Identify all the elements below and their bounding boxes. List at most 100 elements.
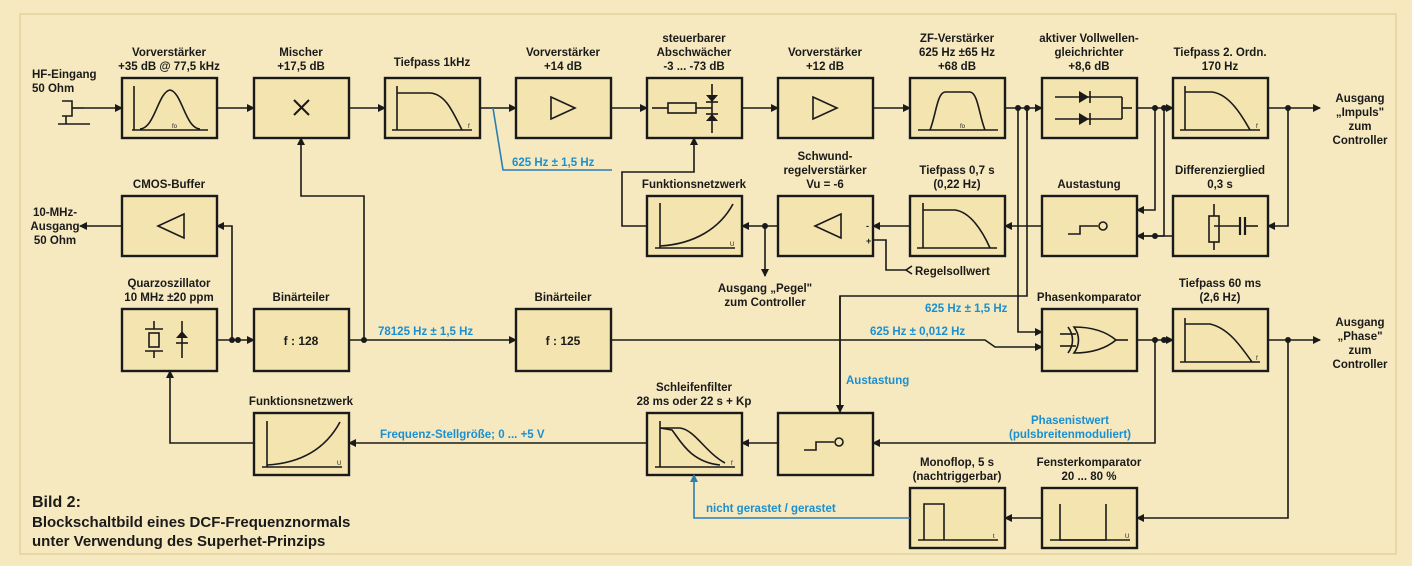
label-regelsollwert: Regelsollwert [915, 266, 990, 278]
caption-line-2: unter Verwendung des Superhet-Prinzips [32, 533, 325, 550]
svg-text:f: f [468, 124, 470, 130]
label-ausgang-pegel: Ausgang „Pegel" [718, 283, 812, 295]
svg-text:28 ms oder 22 s + Kp: 28 ms oder 22 s + Kp [637, 396, 752, 408]
block-tiefpass-60ms [1171, 307, 1270, 373]
rectifier-diodes-icon [1055, 91, 1132, 125]
label-funktionsnetzwerk-1: Funktionsnetzwerk [642, 179, 747, 191]
svg-text:+: + [866, 236, 871, 246]
svg-text:(0,22 Hz): (0,22 Hz) [933, 179, 980, 191]
label-phasenkomparator: Phasenkomparator [1037, 292, 1142, 304]
label-10mhz-ausgang: 10-MHz- [33, 207, 77, 219]
amplifier-triangle-icon [550, 95, 577, 121]
svg-text:gleichrichter: gleichrichter [1054, 47, 1124, 59]
differentiator-icon [1208, 204, 1258, 250]
label-funktionsnetzwerk-2: Funktionsnetzwerk [249, 396, 354, 408]
window-comparator-icon: U [1050, 504, 1130, 541]
svg-text:„Impuls": „Impuls" [1336, 107, 1384, 119]
signal-frequenz-stellgroesse: Frequenz-Stellgröße; 0 ... +5 V [380, 429, 545, 441]
block-tiefpass-2-ordn [1171, 76, 1270, 140]
label-tiefpass-0-7s: Tiefpass 0,7 s [919, 165, 994, 177]
bandpass-icon: fo [918, 91, 998, 131]
svg-text:Abschwächer: Abschwächer [657, 47, 732, 59]
caption-title: Bild 2: [32, 494, 81, 511]
lowpass-curve-icon: f [1180, 318, 1260, 363]
attenuator-icon [652, 84, 718, 133]
svg-text:50 Ohm: 50 Ohm [32, 83, 74, 95]
lowpass-curve-icon: f [392, 86, 472, 131]
svg-text:Ausgang: Ausgang [30, 221, 79, 233]
amplifier-triangle-icon [813, 212, 842, 240]
label-tiefpass-2-ordn: Tiefpass 2. Ordn. [1173, 47, 1266, 59]
svg-text:„Phase": „Phase" [1337, 331, 1382, 343]
svg-text:(pulsbreitenmoduliert): (pulsbreitenmoduliert) [1009, 429, 1131, 441]
divider-ratio-2: f : 125 [546, 334, 581, 348]
svg-text:U: U [337, 461, 341, 467]
block-schleifenfilter [645, 411, 744, 477]
block-labels: Vorverstärker +35 dB @ 77,5 kHz Mischer … [118, 33, 1266, 483]
divider-ratio-1: f : 128 [284, 334, 319, 348]
signal-625hz-3: 625 Hz ± 0,012 Hz [870, 326, 965, 338]
antenna-connector-icon [58, 100, 90, 125]
label-mischer: Mischer [279, 47, 323, 59]
svg-text:-3 ... -73 dB: -3 ... -73 dB [663, 61, 724, 73]
exponential-curve-icon: U [262, 421, 342, 468]
label-vorverstaerker-2: Vorverstärker [526, 47, 600, 59]
svg-text:U: U [1125, 534, 1129, 540]
switch-icon [804, 437, 844, 451]
lowpass-curve-icon: f [1180, 86, 1260, 131]
svg-text:625 Hz ±65 Hz: 625 Hz ±65 Hz [919, 47, 995, 59]
buffer-triangle-icon [156, 212, 185, 240]
lowpass-curve-icon [917, 203, 997, 249]
svg-text:f: f [1256, 124, 1258, 130]
label-tiefpass-1khz: Tiefpass 1kHz [394, 57, 471, 69]
label-fensterkomparator: Fensterkomparator [1037, 457, 1142, 469]
svg-text:t: t [993, 534, 995, 540]
block-symbols: fo f fo [132, 84, 1260, 541]
label-vorverstaerker-1: Vorverstärker [132, 47, 206, 59]
label-hf-eingang: HF-Eingang [32, 69, 97, 81]
label-tiefpass-60ms: Tiefpass 60 ms [1179, 278, 1261, 290]
label-differenzierglied: Differenzierglied [1175, 165, 1265, 177]
caption: Bild 2: Blockschaltbild eines DCF-Freque… [32, 494, 350, 550]
pulse-icon: t [918, 503, 998, 541]
svg-text:fo: fo [172, 124, 178, 130]
label-ausgang-impuls: Ausgang [1335, 93, 1384, 105]
signal-78125hz: 78125 Hz ± 1,5 Hz [378, 326, 473, 338]
signal-austastung: Austastung [846, 375, 909, 387]
label-zf-verstaerker: ZF-Verstärker [920, 33, 995, 45]
label-cmos-buffer: CMOS-Buffer [133, 179, 206, 191]
svg-text:zum Controller: zum Controller [724, 297, 806, 309]
svg-text:+12 dB: +12 dB [806, 61, 844, 73]
signal-labels: 625 Hz ± 1,5 Hz 78125 Hz ± 1,5 Hz 625 Hz… [378, 157, 1131, 515]
label-quarzoszillator: Quarzoszillator [127, 278, 211, 290]
caption-line-1: Blockschaltbild eines DCF-Frequenznormal… [32, 514, 350, 531]
svg-text:+35 dB @ 77,5 kHz: +35 dB @ 77,5 kHz [118, 61, 220, 73]
loop-filter-curve-icon: f [655, 421, 735, 468]
label-austastung: Austastung [1057, 179, 1120, 191]
svg-text:zum: zum [1349, 345, 1372, 357]
svg-text:Controller: Controller [1333, 135, 1388, 147]
svg-text:(2,6 Hz): (2,6 Hz) [1200, 292, 1241, 304]
signal-phasenistwert: Phasenistwert [1031, 415, 1109, 427]
amplifier-triangle-icon [812, 95, 839, 121]
block-vorverstaerker-1 [120, 76, 219, 140]
xor-gate-icon [1060, 326, 1128, 354]
regelsoll-arrow-icon [904, 265, 913, 275]
wires [58, 100, 1321, 522]
block-vorverstaerker-3 [776, 76, 875, 140]
svg-text:50 Ohm: 50 Ohm [34, 235, 76, 247]
svg-text:+68 dB: +68 dB [938, 61, 976, 73]
svg-text:regelverstärker: regelverstärker [783, 165, 867, 177]
block-vorverstaerker-2 [514, 76, 613, 140]
block-funktionsnetzwerk-1 [645, 194, 744, 258]
block-zf-verstaerker [908, 76, 1007, 140]
label-schwundregelverstaerker: Schwund- [798, 151, 853, 163]
signal-625hz-1: 625 Hz ± 1,5 Hz [512, 157, 595, 169]
io-labels: HF-Eingang 50 Ohm 10-MHz- Ausgang 50 Ohm… [30, 69, 1388, 371]
mixer-cross-icon [293, 99, 310, 116]
label-vorverstaerker-3: Vorverstärker [788, 47, 862, 59]
svg-text:Controller: Controller [1333, 359, 1388, 371]
block-fensterkomparator [1040, 486, 1139, 550]
exponential-curve-icon: U [655, 203, 735, 249]
block-schwundregelverstaerker [776, 194, 875, 258]
